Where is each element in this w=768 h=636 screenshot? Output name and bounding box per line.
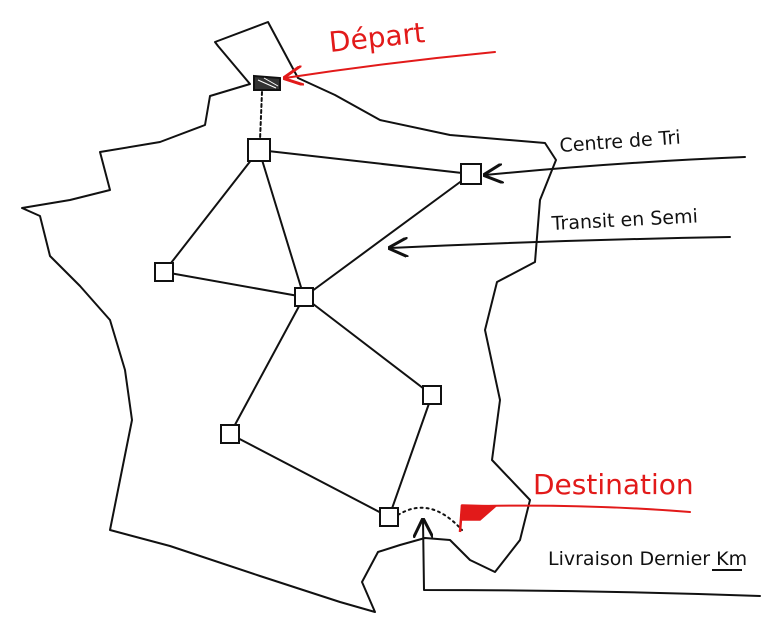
label-destination: Destination — [533, 468, 694, 501]
hub-node — [460, 163, 482, 185]
hub-node — [422, 385, 442, 405]
last-mile-path — [397, 506, 463, 531]
destination-underline — [481, 504, 691, 513]
edge — [229, 433, 390, 518]
last-mile-arrow — [423, 520, 761, 597]
edge — [258, 149, 472, 175]
edge — [163, 271, 305, 298]
label-depart: Départ — [327, 16, 426, 59]
edge — [163, 149, 260, 273]
depot-link — [259, 91, 263, 141]
label-transit: Transit en Semi — [550, 205, 698, 235]
centre-de-tri-arrow — [485, 156, 746, 175]
edge — [303, 296, 433, 396]
depart-arrow — [285, 51, 496, 78]
hub-node — [247, 138, 271, 162]
edge — [388, 394, 433, 518]
edge — [229, 296, 305, 435]
transit-arrow — [390, 236, 731, 248]
edge — [258, 149, 305, 298]
hub-node — [220, 424, 240, 444]
hub-nodes — [154, 138, 482, 527]
label-centre-de-tri: Centre de Tri — [559, 127, 682, 157]
hub-node — [379, 507, 399, 527]
label-last-mile: Livraison Dernier Km — [548, 548, 747, 570]
departure-flag-icon — [253, 74, 281, 91]
destination-flag-icon — [458, 504, 498, 533]
hub-node — [294, 287, 314, 307]
edge — [303, 173, 472, 298]
france-outline — [21, 21, 557, 613]
route-edges — [163, 91, 472, 531]
hub-node — [154, 262, 174, 282]
